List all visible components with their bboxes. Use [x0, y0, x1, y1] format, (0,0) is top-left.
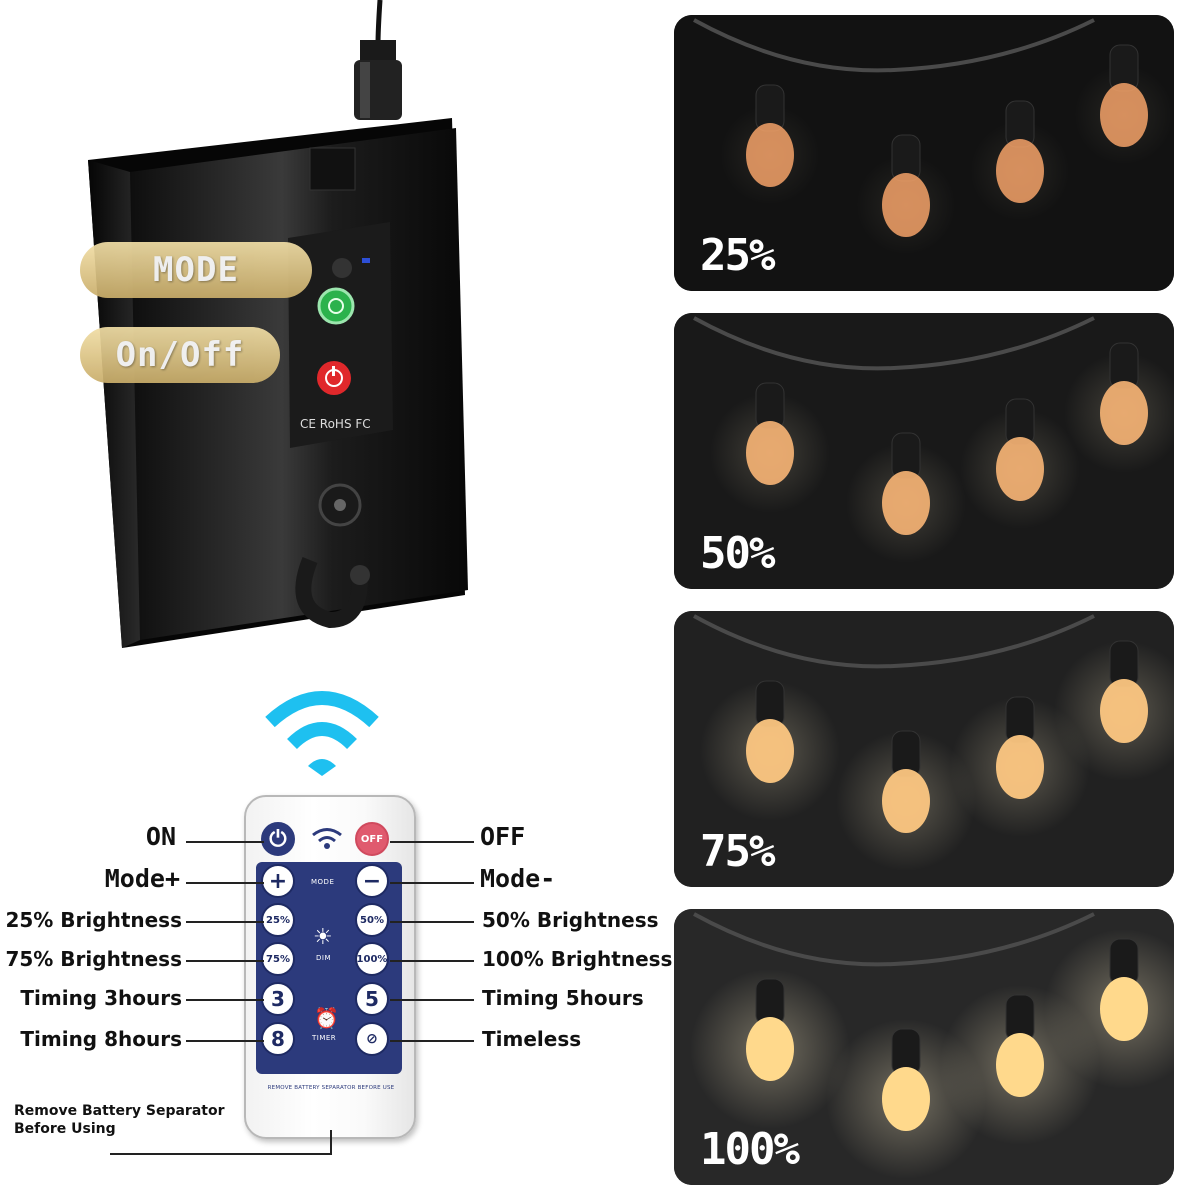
remote-off-button[interactable]: OFF — [355, 822, 389, 856]
remote-signal-icon — [312, 828, 342, 849]
battery-separator-note: Remove Battery Separator Before Using — [14, 1102, 225, 1138]
remote-on-button[interactable]: ⏻ — [261, 822, 295, 856]
onoff-callout: On/Off — [80, 327, 280, 383]
mode-callout: MODE — [80, 242, 312, 298]
label-mode-minus: Mode- — [480, 864, 556, 893]
remote-battery-text: REMOVE BATTERY SEPARATOR BEFORE USE — [267, 1085, 395, 1091]
brightness-label: 50% — [700, 528, 775, 579]
label-50: 50% Brightness — [482, 908, 659, 932]
bulb-string-image — [674, 15, 1174, 291]
remote-timer-3-button[interactable]: 3 — [261, 982, 295, 1016]
remote-timer-8-button[interactable]: 8 — [261, 1022, 295, 1056]
leader-battery — [110, 1153, 332, 1155]
leader-50 — [390, 921, 474, 923]
bulb-string-image — [674, 313, 1174, 589]
light-bulb — [996, 139, 1044, 203]
label-100: 100% Brightness — [482, 947, 673, 971]
leader-timing-8 — [186, 1040, 264, 1042]
light-bulb — [996, 437, 1044, 501]
light-bulb — [996, 735, 1044, 799]
label-timing-3: Timing 3hours — [20, 986, 182, 1010]
leader-75 — [186, 960, 264, 962]
remote-timer-5-button[interactable]: 5 — [355, 982, 389, 1016]
leader-mode-plus — [186, 882, 264, 884]
label-mode-plus: Mode+ — [104, 864, 180, 893]
light-bulb — [882, 1067, 930, 1131]
string-wire — [693, 614, 1095, 669]
timer-clock-icon: ⏰ — [314, 1006, 339, 1030]
leader-25 — [186, 921, 264, 923]
remote-dim-text: DIM — [316, 954, 331, 962]
label-timeless: Timeless — [482, 1027, 582, 1051]
label-timing-5: Timing 5hours — [482, 986, 644, 1010]
remote-50-button[interactable]: 50% — [355, 903, 389, 937]
leader-100 — [390, 960, 474, 962]
leader-mode-minus — [390, 882, 474, 884]
brightness-panel-75: 75% — [674, 611, 1174, 887]
brightness-panel-100: 100% — [674, 909, 1174, 1185]
leader-timing-5 — [390, 999, 474, 1001]
remote-mode-minus-button[interactable]: − — [355, 864, 389, 898]
remote-timeless-button[interactable]: ⊘ — [355, 1022, 389, 1056]
remote-75-button[interactable]: 75% — [261, 942, 295, 976]
light-bulb — [882, 173, 930, 237]
brightness-label: 75% — [700, 826, 775, 877]
dim-sun-icon: ☀ — [313, 925, 333, 950]
light-bulb — [746, 719, 794, 783]
remote-mode-plus-button[interactable]: + — [261, 864, 295, 898]
light-bulb — [746, 421, 794, 485]
light-bulb — [1100, 679, 1148, 743]
light-bulb — [1100, 83, 1148, 147]
light-bulb — [1100, 381, 1148, 445]
leader-off — [390, 841, 474, 843]
string-wire — [693, 912, 1095, 967]
leader-battery-vertical — [330, 1130, 332, 1154]
brightness-panel-50: 50% — [674, 313, 1174, 589]
leader-timing-3 — [186, 999, 264, 1001]
remote-25-button[interactable]: 25% — [261, 903, 295, 937]
bulb-string-image — [674, 611, 1174, 887]
battery-note-line-1: Remove Battery Separator — [14, 1103, 225, 1119]
wifi-signal-icon — [265, 691, 379, 776]
leader-timeless — [390, 1040, 474, 1042]
light-bulb — [746, 123, 794, 187]
light-bulb — [746, 1017, 794, 1081]
light-bulb — [1100, 977, 1148, 1041]
string-wire — [693, 18, 1095, 73]
label-25: 25% Brightness — [5, 908, 182, 932]
label-off: OFF — [480, 822, 526, 851]
light-bulb — [882, 471, 930, 535]
light-bulb — [996, 1033, 1044, 1097]
light-bulb — [882, 769, 930, 833]
label-on: ON — [145, 822, 176, 851]
remote-mode-text: MODE — [311, 878, 335, 886]
label-timing-8: Timing 8hours — [20, 1027, 182, 1051]
brightness-label: 100% — [700, 1124, 800, 1175]
remote-timer-text: TIMER — [312, 1034, 337, 1042]
label-75: 75% Brightness — [5, 947, 182, 971]
brightness-panel-25: 25% — [674, 15, 1174, 291]
brightness-label: 25% — [700, 230, 775, 281]
string-wire — [693, 316, 1095, 371]
certification-marks: CE RoHS FC — [300, 417, 371, 431]
leader-on — [186, 841, 264, 843]
bulb-string-image — [674, 909, 1174, 1185]
battery-note-line-2: Before Using — [14, 1121, 116, 1137]
remote-100-button[interactable]: 100% — [355, 942, 389, 976]
